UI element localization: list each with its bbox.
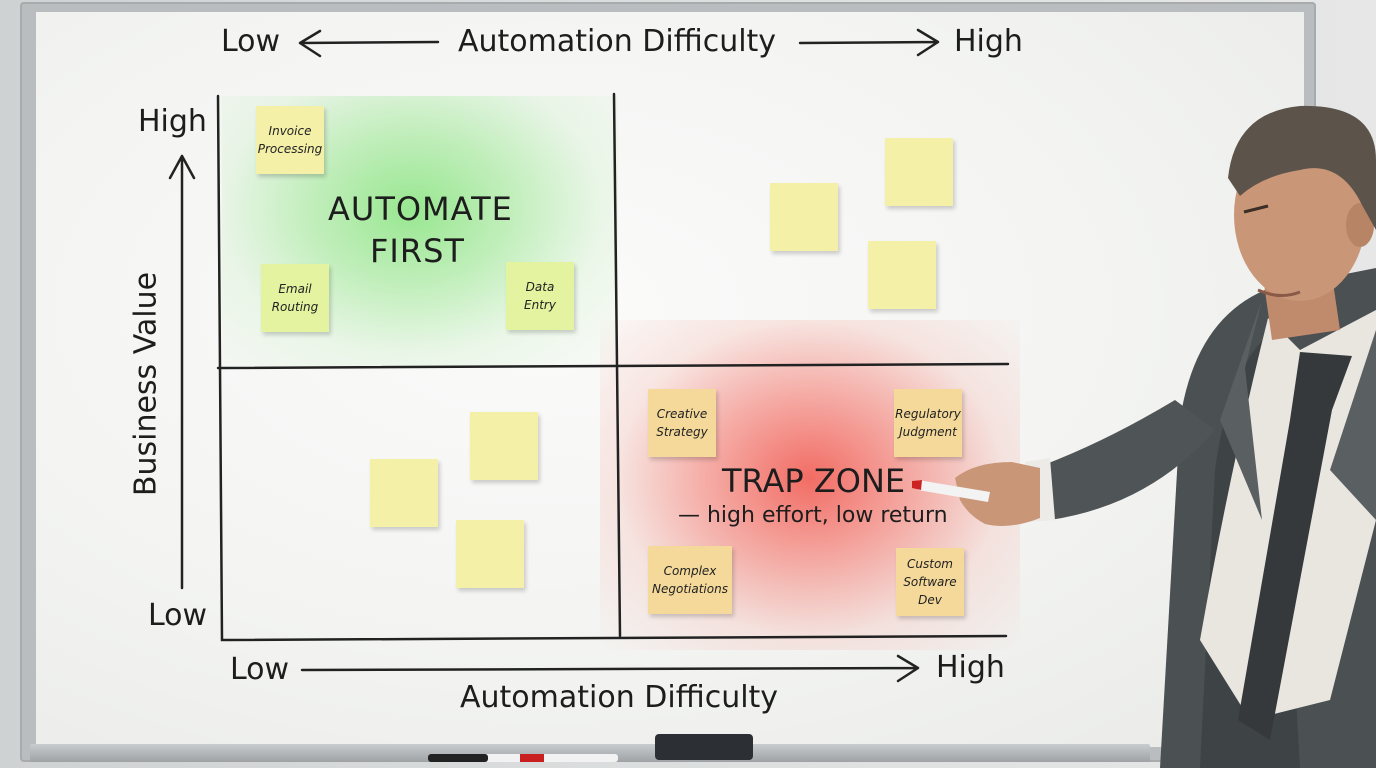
eraser	[655, 734, 753, 760]
trap-zone-subtitle: — high effort, low return	[678, 503, 948, 528]
sticky-note-invoice: Invoice Processing	[256, 106, 324, 174]
bottom-axis-label: Automation Difficulty	[460, 680, 779, 715]
sticky-note-custom: Custom Software Dev	[896, 548, 964, 616]
sticky-note-complex: Complex Negotiations	[648, 546, 732, 614]
blank-sticky-note	[885, 138, 953, 206]
top-axis-low: Low	[221, 24, 281, 59]
marker-tray	[30, 744, 1150, 762]
sticky-note-text: Data Entry	[524, 280, 556, 312]
sticky-note-data-entry: Data Entry	[506, 262, 574, 330]
top-axis-label: Automation Difficulty	[458, 24, 777, 59]
markers	[428, 754, 618, 762]
sticky-note-text: Regulatory Judgment	[895, 407, 961, 439]
top-right-arrow	[798, 28, 940, 57]
automate-first-line1: AUTOMATE	[328, 190, 513, 228]
blank-sticky-note	[868, 241, 936, 309]
blank-sticky-note	[770, 183, 838, 251]
sticky-note-email: Email Routing	[261, 264, 329, 332]
axis-lines	[216, 94, 1008, 642]
sticky-note-text: Creative Strategy	[656, 407, 708, 439]
trap-zone-title: TRAP ZONE	[722, 462, 906, 500]
sticky-note-regulatory: Regulatory Judgment	[894, 389, 962, 457]
sticky-note-text: Email Routing	[271, 282, 319, 314]
horizontal-divider	[216, 362, 1010, 370]
top-left-arrow	[298, 29, 440, 58]
top-axis-high: High	[954, 24, 1023, 59]
left-up-arrow	[168, 154, 196, 590]
automate-first-line2: FIRST	[370, 232, 465, 270]
blank-sticky-note	[456, 520, 524, 588]
sticky-note-text: Invoice Processing	[257, 124, 323, 156]
bottom-axis-high: High	[936, 650, 1005, 685]
left-axis-low: Low	[148, 598, 208, 633]
bottom-right-arrow	[300, 654, 920, 683]
blank-sticky-note	[370, 459, 438, 527]
blank-sticky-note	[470, 412, 538, 480]
sticky-note-text: Complex Negotiations	[652, 564, 728, 596]
left-axis-high: High	[138, 104, 207, 139]
sticky-note-creative: Creative Strategy	[648, 389, 716, 457]
sticky-note-text: Custom Software Dev	[903, 557, 957, 607]
bottom-axis-low: Low	[230, 652, 290, 687]
